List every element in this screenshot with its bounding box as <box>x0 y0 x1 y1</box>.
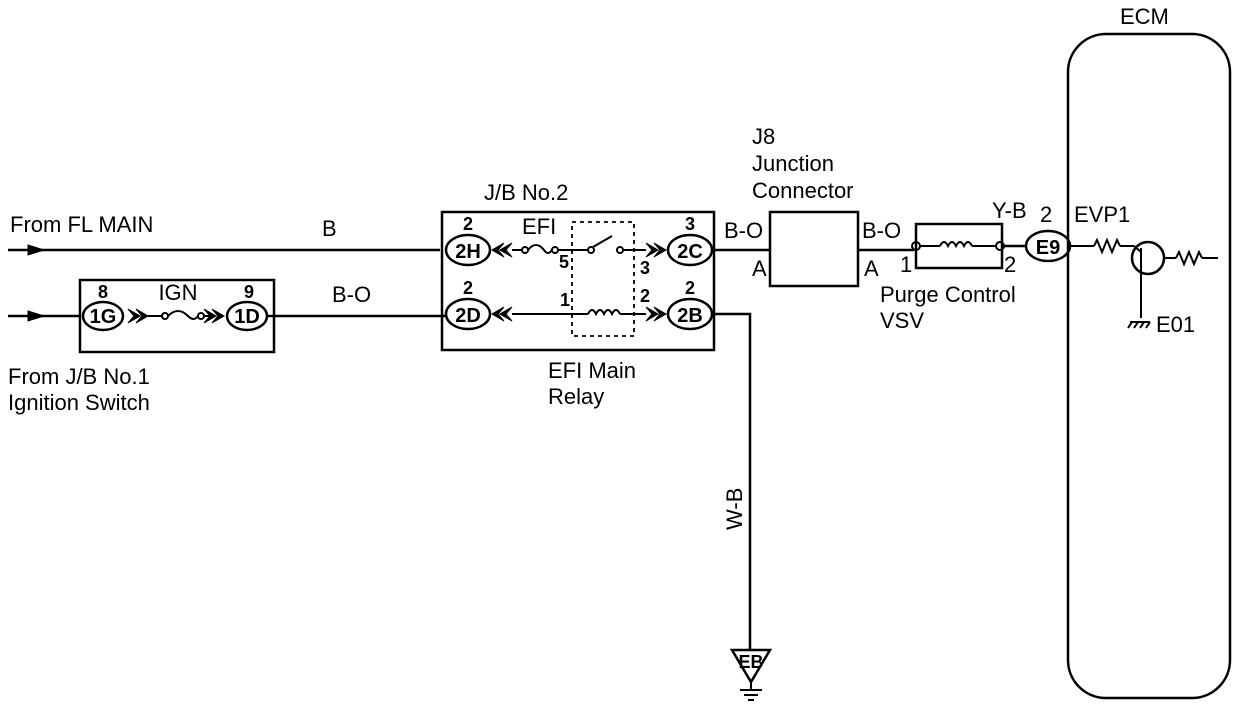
pin-2d: 2 <box>463 278 473 298</box>
terminal-chevron-icon <box>491 306 513 322</box>
fl-main-input: From FL MAIN B <box>8 212 440 256</box>
pin-vsv-2: 2 <box>1004 252 1016 277</box>
pin-1d: 9 <box>244 282 254 302</box>
ign-fuse-label: IGN <box>158 280 197 305</box>
purge-control-vsv: 1 2 Purge Control VSV Y-B <box>880 198 1027 333</box>
wire-color-y-b: Y-B <box>992 198 1027 223</box>
connector-2b-label: 2B <box>677 305 703 327</box>
efi-fuse-icon <box>527 244 553 254</box>
pin-e9: 2 <box>1040 202 1052 227</box>
pin-j8-out: A <box>864 256 879 281</box>
jb2-block: J/B No.2 2H 2 EFI 5 3 2C 3 2D 2 <box>440 180 716 409</box>
jb1-ign-block: 1G 8 IGN 1D 9 <box>78 278 276 354</box>
pin-relay-3: 3 <box>640 258 650 278</box>
connector-2d-label: 2D <box>455 305 481 327</box>
relay-label-line1: EFI Main <box>548 358 636 383</box>
pin-relay-5: 5 <box>559 252 569 272</box>
ground-point-eb <box>729 648 773 685</box>
pin-2c: 3 <box>685 214 695 234</box>
wire-color-b: B <box>322 216 337 241</box>
evp1-label: EVP1 <box>1074 202 1130 227</box>
connector-2h-label: 2H <box>455 241 481 263</box>
relay-label-line2: Relay <box>548 384 604 409</box>
vsv-label-line1: Purge Control <box>880 282 1016 307</box>
ignition-input: From J/B No.1 Ignition Switch <box>8 310 150 415</box>
j8-junction-connector: J8 Junction Connector B-O A B-O A <box>712 124 914 288</box>
pin-vsv-1: 1 <box>900 252 912 277</box>
jb2-title: J/B No.2 <box>484 180 568 205</box>
efi-fuse-label: EFI <box>522 214 556 239</box>
solenoid-coil-icon <box>939 241 973 249</box>
connector-2c-label: 2C <box>677 241 703 263</box>
input-arrow-icon <box>27 244 46 256</box>
vsv-label-line2: VSV <box>880 308 924 333</box>
wire-color-b-o: B-O <box>332 282 371 307</box>
relay-coil-icon <box>587 309 621 317</box>
wire-color-j8-out: B-O <box>862 218 901 243</box>
from-jb1-label: From J/B No.1 <box>8 364 150 389</box>
connector-1g-label: 1G <box>90 306 117 328</box>
connector-1g <box>81 300 125 332</box>
resistor-icon <box>1175 249 1203 267</box>
terminal-chevron-icon <box>645 242 667 258</box>
ground-circuit: W-B EB <box>712 312 773 701</box>
j8-label: J8 <box>752 124 775 149</box>
e01-label: E01 <box>1156 312 1195 337</box>
connector-e9-label: E9 <box>1036 237 1060 259</box>
fuse-icon <box>167 310 199 320</box>
wire-color-relay-out: B-O <box>724 218 763 243</box>
pin-j8-in: A <box>752 256 767 281</box>
efi-main-relay <box>571 221 635 337</box>
ecm-title: ECM <box>1120 4 1169 29</box>
terminal-chevron-icon <box>645 306 667 322</box>
input-arrow-icon <box>27 310 46 322</box>
transistor-icon <box>1130 240 1166 276</box>
pin-1g: 8 <box>98 282 108 302</box>
connector-2d <box>444 297 492 331</box>
terminal-chevron-icon <box>203 308 225 324</box>
pin-2b: 2 <box>685 278 695 298</box>
pin-relay-2: 2 <box>640 286 650 306</box>
terminal-chevron-icon <box>127 308 149 324</box>
terminal-chevron-icon <box>491 242 513 258</box>
wire-color-w-b: W-B <box>722 488 747 530</box>
pin-relay-1: 1 <box>560 290 570 310</box>
junction-label: Junction <box>752 151 834 176</box>
resistor-icon <box>1093 237 1121 255</box>
relay-switch-icon <box>592 235 613 248</box>
ignition-switch-label: Ignition Switch <box>8 390 150 415</box>
ecm-unit: ECM E9 2 EVP1 E01 <box>1024 4 1232 700</box>
connector-1d-label: 1D <box>234 306 260 328</box>
from-fl-main-label: From FL MAIN <box>10 212 153 237</box>
ground-eb-label: EB <box>738 652 763 672</box>
connector-2h <box>444 233 492 267</box>
connector-label: Connector <box>752 178 854 203</box>
pin-2h: 2 <box>463 214 473 234</box>
